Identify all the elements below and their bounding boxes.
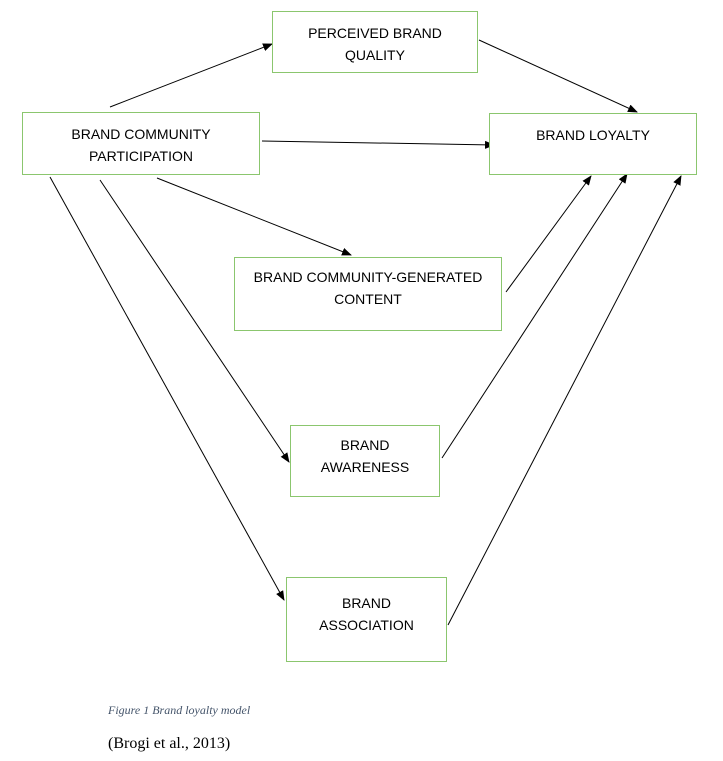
node-label-line: BRAND LOYALTY <box>536 127 650 143</box>
edge-participation-to-quality <box>109 43 273 108</box>
node-label-line: QUALITY <box>345 47 405 63</box>
node-brand-association: BRAND ASSOCIATION <box>286 577 447 662</box>
figure-caption: Figure 1 Brand loyalty model <box>108 703 251 717</box>
node-brand-awareness: BRAND AWARENESS <box>290 425 440 497</box>
edge-participation-to-content <box>156 177 352 256</box>
edge-association-to-loyalty <box>447 175 682 626</box>
node-label-line: PERCEIVED BRAND <box>308 25 442 41</box>
edge-content-to-loyalty <box>505 175 592 293</box>
node-brand-loyalty: BRAND LOYALTY <box>489 113 697 175</box>
node-brand-community-participation: BRAND COMMUNITY PARTICIPATION <box>22 112 260 175</box>
edge-participation-to-loyalty <box>261 140 495 149</box>
edge-quality-to-loyalty <box>478 39 638 113</box>
edge-awareness-to-loyalty <box>441 173 628 459</box>
node-label-line: BRAND COMMUNITY <box>71 126 211 142</box>
node-brand-community-generated-content: BRAND COMMUNITY-GENERATED CONTENT <box>234 257 502 331</box>
edge-participation-to-awareness <box>99 179 290 463</box>
node-label-line: BRAND COMMUNITY-GENERATED <box>253 269 483 285</box>
figure-citation: (Brogi et al., 2013) <box>108 735 231 752</box>
edge-participation-to-association <box>49 176 285 601</box>
node-label-line: BRAND <box>340 437 390 453</box>
node-label-line: PARTICIPATION <box>89 148 193 164</box>
node-perceived-brand-quality: PERCEIVED BRAND QUALITY <box>272 11 478 73</box>
node-label-line: AWARENESS <box>320 459 410 475</box>
node-label-line: CONTENT <box>334 291 402 307</box>
node-label-line: ASSOCIATION <box>319 617 414 633</box>
node-label-line: BRAND <box>341 595 391 611</box>
